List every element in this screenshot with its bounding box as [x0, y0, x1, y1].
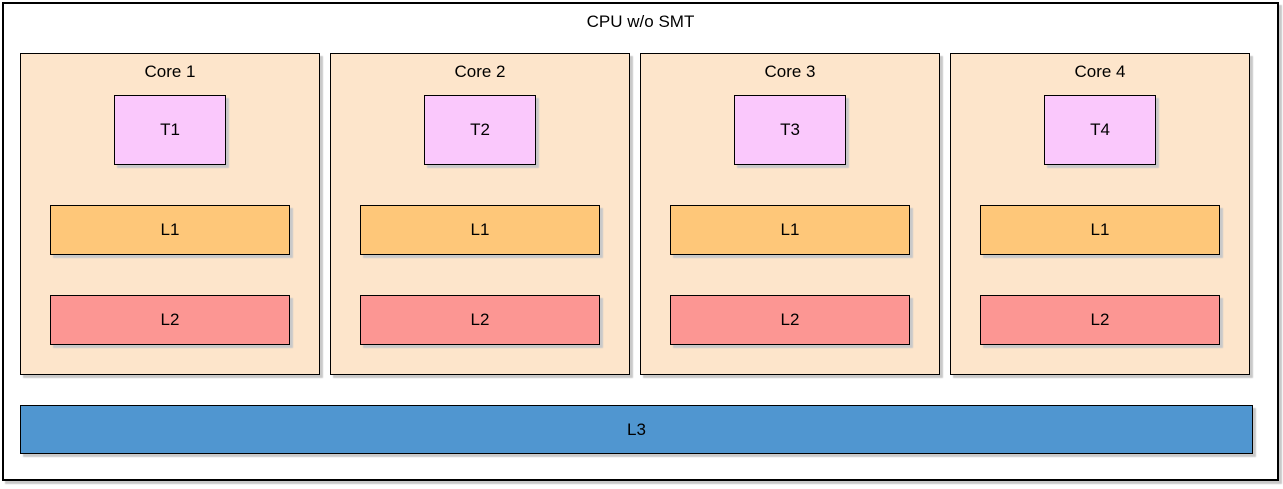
cores-row: Core 1 T1 L1 L2 Core 2 T2 L1 L2 Core 3 T… [20, 53, 1250, 375]
core-3-thread-box: T3 [734, 95, 846, 165]
cpu-package-box: CPU w/o SMT Core 1 T1 L1 L2 Core 2 T2 L1… [2, 2, 1279, 481]
core-2-thread-box: T2 [424, 95, 536, 165]
core-2-title: Core 2 [454, 62, 506, 81]
core-1-title: Core 1 [144, 62, 196, 81]
core-3-l1-cache-box: L1 [670, 205, 910, 255]
core-4-l1-cache-box: L1 [980, 205, 1220, 255]
core-1-box: Core 1 T1 L1 L2 [20, 53, 320, 375]
core-3-title: Core 3 [764, 62, 816, 81]
core-2-box: Core 2 T2 L1 L2 [330, 53, 630, 375]
core-1-l2-cache-box: L2 [50, 295, 290, 345]
core-3-box: Core 3 T3 L1 L2 [640, 53, 940, 375]
shared-l3-cache-box: L3 [20, 405, 1253, 454]
core-4-thread-box: T4 [1044, 95, 1156, 165]
core-3-l2-cache-box: L2 [670, 295, 910, 345]
core-1-thread-box: T1 [114, 95, 226, 165]
diagram-title: CPU w/o SMT [586, 12, 695, 31]
core-4-title: Core 4 [1074, 62, 1126, 81]
core-1-l1-cache-box: L1 [50, 205, 290, 255]
core-4-box: Core 4 T4 L1 L2 [950, 53, 1250, 375]
core-2-l2-cache-box: L2 [360, 295, 600, 345]
core-2-l1-cache-box: L1 [360, 205, 600, 255]
core-4-l2-cache-box: L2 [980, 295, 1220, 345]
